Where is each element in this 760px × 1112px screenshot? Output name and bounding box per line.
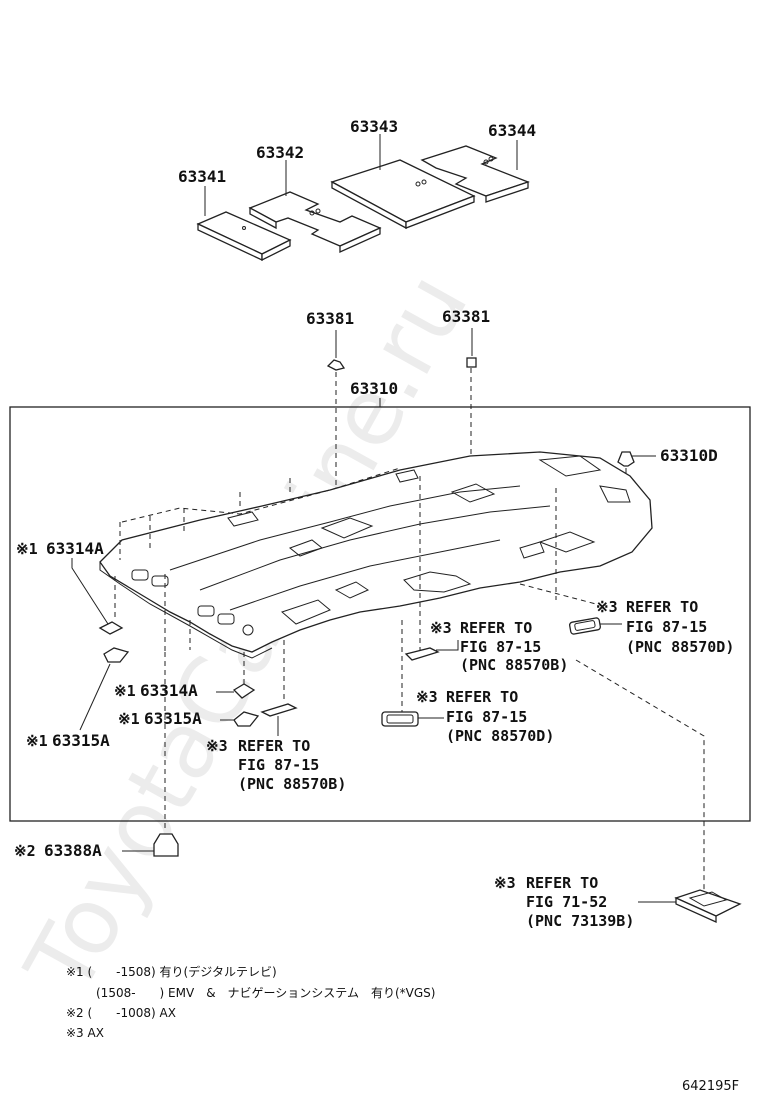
mark-1-63315a-right: ※1 [118,710,140,728]
mark-2-63388a: ※2 [14,842,36,860]
refer-3-mark: ※3 [416,688,438,706]
footnote-1: ※1 ( -1508) 有り(デジタルテレビ) [66,964,277,979]
mark-1-63314a-upper: ※1 [16,540,38,558]
label-63381-left: 63381 [306,309,354,328]
clip-63381-left[interactable] [326,359,346,371]
label-63315a-left: 63315A [52,731,110,750]
label-63310d: 63310D [660,446,718,465]
footnote-3: ※3 AX [66,1026,104,1040]
refer-4-line1: REFER TO [238,737,310,755]
refer-1-line1: REFER TO [626,598,698,616]
label-63314a-upper: 63314A [46,539,104,558]
clip-63388a[interactable] [153,833,179,857]
lamp-88570d-center[interactable] [381,711,419,727]
refer-2-line2: FIG 87-15 [460,638,541,656]
pad-63342[interactable] [248,191,382,254]
refer-2-mark: ※3 [430,619,452,637]
figure-code: 642195F [682,1079,739,1094]
label-63310: 63310 [350,379,398,398]
pad-63341[interactable] [196,211,292,262]
footnote-2: ※2 ( -1008) AX [66,1006,176,1020]
refer-5-line1: REFER TO [526,874,598,892]
sunvisor-holder-63315a-right[interactable] [233,711,260,727]
refer-1-line3: (PNC 88570D) [626,638,734,656]
refer-1-line2: FIG 87-15 [626,618,707,636]
map-lamp-73139b[interactable] [674,889,742,924]
pad-63343[interactable] [330,159,476,230]
label-63341: 63341 [178,167,226,186]
sunvisor-holder-63314a-lower[interactable] [232,683,256,699]
refer-2-line1: REFER TO [460,619,532,637]
label-63381-right: 63381 [442,307,490,326]
mark-1-63314a-lower: ※1 [114,682,136,700]
lamp-88570b-left[interactable] [260,703,298,717]
refer-2-line3: (PNC 88570B) [460,656,568,674]
refer-3-line2: FIG 87-15 [446,708,527,726]
label-63342: 63342 [256,143,304,162]
lamp-88570b-middle[interactable] [404,647,440,661]
refer-5-line3: (PNC 73139B) [526,912,634,930]
refer-5-mark: ※3 [494,874,516,892]
footnote-1-cont: (1508- ) EMV & ナビゲーションシステム 有り(*VGS) [96,986,435,1000]
label-63315a-right: 63315A [144,709,202,728]
refer-4-mark: ※3 [206,737,228,755]
refer-3-line1: REFER TO [446,688,518,706]
refer-4-line2: FIG 87-15 [238,756,319,774]
label-63344: 63344 [488,121,536,140]
clip-63381-right[interactable] [466,357,477,368]
clip-63310d[interactable] [617,451,635,467]
label-63314a-lower: 63314A [140,681,198,700]
assembly-frame-63310 [9,406,751,822]
sunvisor-holder-63314a-upper[interactable] [98,621,124,635]
refer-3-line3: (PNC 88570D) [446,727,554,745]
refer-5-line2: FIG 71-52 [526,893,607,911]
mark-1-63315a-left: ※1 [26,732,48,750]
pad-63344[interactable] [420,145,530,203]
sunvisor-holder-63315a-left[interactable] [103,647,130,663]
headliner-63310[interactable] [99,451,653,659]
label-63343: 63343 [350,117,398,136]
label-63388a: 63388A [44,841,102,860]
refer-4-line3: (PNC 88570B) [238,775,346,793]
refer-1-mark: ※3 [596,598,618,616]
lamp-88570d-right[interactable] [569,617,601,635]
